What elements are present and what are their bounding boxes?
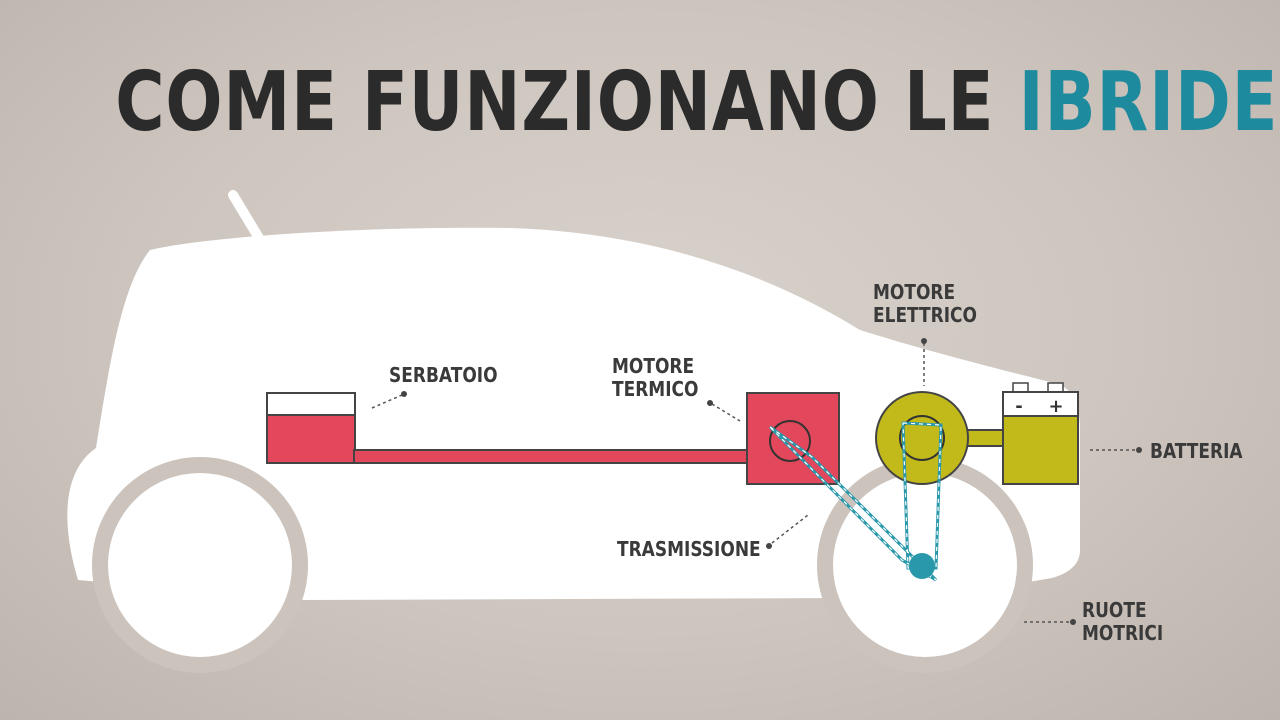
car-body xyxy=(67,227,1080,600)
wheel-hub-pulley xyxy=(909,553,935,579)
car-antenna xyxy=(228,190,267,248)
fuel-line xyxy=(353,449,751,464)
label-motore-termico: MOTORE TERMICO xyxy=(612,354,699,401)
transmission-belts-dashes xyxy=(769,422,942,581)
battery-negative-sign: - xyxy=(1015,396,1022,417)
leader-trasmissione xyxy=(771,514,809,544)
fuel-level xyxy=(266,414,356,464)
label-batteria: BATTERIA xyxy=(1150,439,1243,463)
title-prefix: COME FUNZIONANO LE xyxy=(115,55,1019,150)
battery-body xyxy=(1002,415,1079,485)
label-motore-elettrico: MOTORE ELETTRICO xyxy=(873,280,977,327)
battery-top xyxy=(1002,391,1079,417)
leader-lines xyxy=(371,338,1142,625)
title-highlight: IBRIDE xyxy=(1018,55,1279,150)
electric-motor xyxy=(875,391,969,485)
electric-motor-pulley xyxy=(899,415,945,461)
combustion-engine-pulley xyxy=(769,420,811,462)
page-title: COME FUNZIONANO LE IBRIDE? xyxy=(115,62,1280,144)
label-serbatoio: SERBATOIO xyxy=(389,363,498,387)
battery-positive-sign: + xyxy=(1048,396,1063,417)
label-trasmissione: TRASMISSIONE xyxy=(617,537,761,561)
label-ruote-motrici: RUOTE MOTRICI xyxy=(1082,598,1164,645)
rear-wheel xyxy=(108,473,292,657)
title-suffix: ? xyxy=(1278,55,1280,150)
